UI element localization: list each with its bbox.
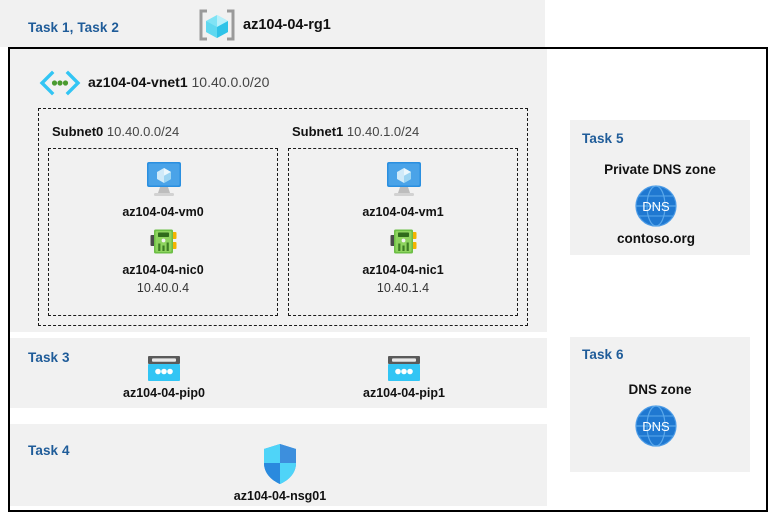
nsg-label: az104-04-nsg01	[233, 489, 327, 503]
resource-group-body-panel	[10, 49, 547, 332]
subnet1-title: Subnet1 10.40.1.0/24	[292, 124, 419, 139]
dns-globe-icon: DNS	[634, 184, 678, 228]
resource-group-header-panel	[0, 0, 545, 47]
private-dns-zone-name: contoso.org	[617, 231, 695, 246]
vnet-boundary	[38, 108, 528, 326]
dns-globe-icon: DNS	[634, 404, 678, 448]
vnet-name: az104-04-vnet1	[88, 74, 188, 90]
private-dns-zone-heading: Private DNS zone	[604, 162, 716, 177]
svg-text:DNS: DNS	[642, 419, 670, 434]
subnet0-title: Subnet0 10.40.0.0/24	[52, 124, 179, 139]
task6-panel	[570, 337, 750, 472]
virtual-machine-icon	[143, 160, 185, 198]
task-label-3: Task 3	[28, 350, 70, 365]
task-label-4: Task 4	[28, 443, 70, 458]
subnet1-name: Subnet1	[292, 124, 344, 139]
public-ip-address-icon	[147, 355, 181, 382]
pip1-label: az104-04-pip1	[363, 386, 445, 400]
nic1-label: az104-04-nic1	[362, 263, 444, 277]
pip0-label: az104-04-pip0	[123, 386, 205, 400]
dns-zone-heading: DNS zone	[628, 382, 692, 397]
vm1-label: az104-04-vm1	[362, 205, 444, 219]
nic0-ip: 10.40.0.4	[136, 281, 190, 295]
vnet-address-space: 10.40.0.0/20	[191, 74, 270, 90]
subnet1-cidr: 10.40.1.0/24	[346, 124, 420, 139]
svg-text:DNS: DNS	[642, 199, 670, 214]
nic0-label: az104-04-nic0	[122, 263, 204, 277]
task-label-5: Task 5	[582, 131, 624, 146]
public-ip-address-icon	[387, 355, 421, 382]
network-security-group-shield-icon	[262, 443, 298, 485]
subnet0-boundary	[48, 148, 278, 316]
vm0-label: az104-04-vm0	[122, 205, 204, 219]
subnet0-name: Subnet0	[52, 124, 104, 139]
task3-panel	[10, 338, 547, 408]
resource-group-name: az104-04-rg1	[243, 17, 331, 33]
resource-group-cube-icon	[197, 8, 237, 42]
resource-group-title: az104-04-rg1	[243, 17, 331, 33]
virtual-network-icon	[38, 70, 82, 96]
nic1-ip: 10.40.1.4	[376, 281, 430, 295]
task-label-1-2: Task 1, Task 2	[28, 20, 119, 35]
task-label-6: Task 6	[582, 347, 624, 362]
vnet-title: az104-04-vnet1 10.40.0.0/20	[88, 74, 269, 90]
subnet0-cidr: 10.40.0.0/24	[106, 124, 180, 139]
network-interface-icon	[148, 227, 180, 258]
virtual-machine-icon	[383, 160, 425, 198]
subnet1-boundary	[288, 148, 518, 316]
network-interface-icon	[388, 227, 420, 258]
